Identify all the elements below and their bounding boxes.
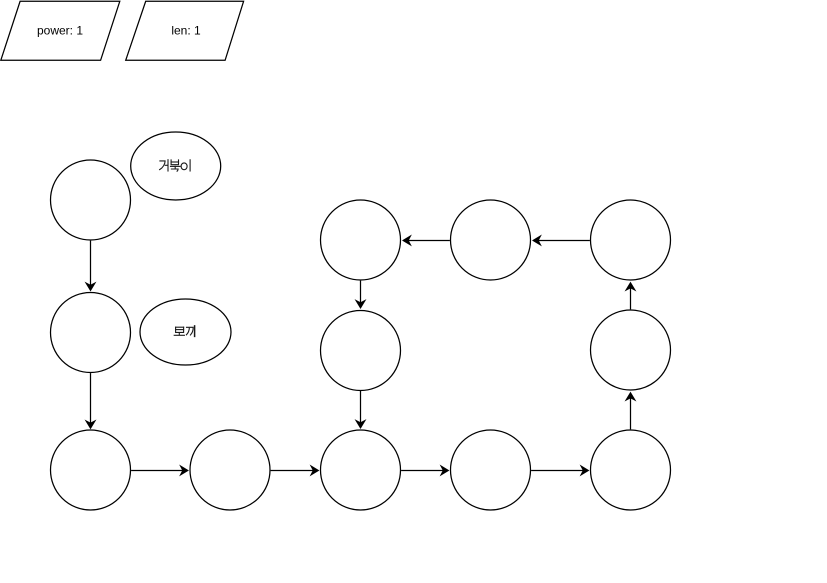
svg-text:power: 1: power: 1 xyxy=(37,24,83,38)
svg-text:len: 1: len: 1 xyxy=(171,24,201,38)
